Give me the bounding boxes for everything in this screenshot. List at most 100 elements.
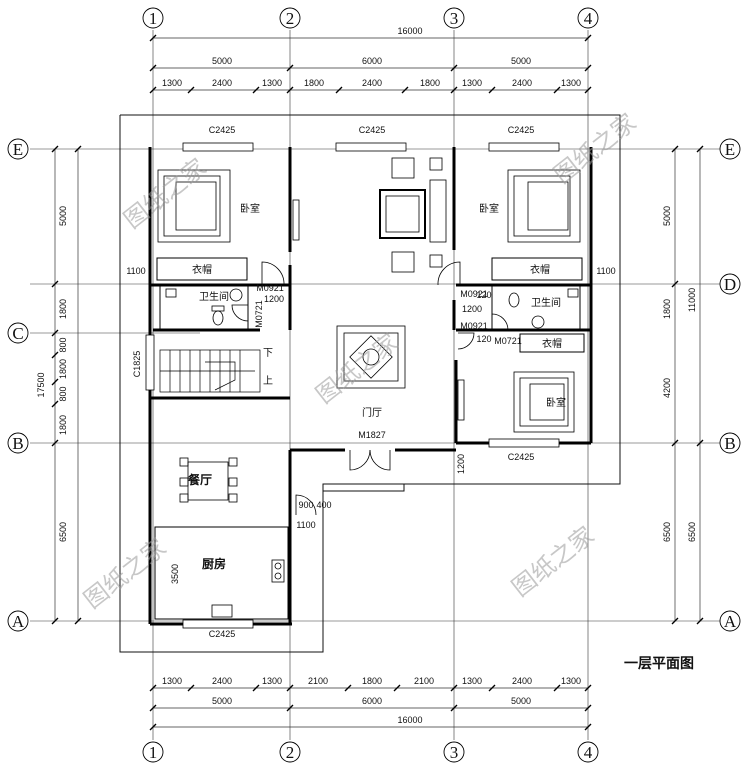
kitchen-fixtures bbox=[211, 559, 285, 618]
top-bay-dim: 5000 bbox=[511, 56, 531, 66]
top-detail-dim: 1300 bbox=[262, 78, 282, 88]
opening-labels: C2425 C2425 C2425 C2425 C2425 C1825 M092… bbox=[132, 125, 534, 639]
stairs bbox=[159, 349, 261, 393]
door-code: M0921 bbox=[460, 321, 488, 331]
bottom-detail-dim: 2400 bbox=[512, 676, 532, 686]
misc-dim: 1200 bbox=[456, 454, 466, 474]
watermark: 图纸之家 bbox=[311, 328, 404, 409]
window-code: C2425 bbox=[209, 629, 236, 639]
dimension-lines bbox=[54, 37, 701, 728]
wardrobe-label: 衣帽 bbox=[530, 263, 550, 276]
left-total-dim: 17500 bbox=[36, 372, 46, 397]
axis-E-right: E bbox=[725, 140, 735, 159]
beds bbox=[157, 169, 581, 433]
bottom-total-dim: 16000 bbox=[397, 715, 422, 725]
kitchen-label: 厨房 bbox=[202, 556, 226, 571]
bathroom-label: 卫生间 bbox=[531, 296, 561, 309]
watermark: 图纸之家 bbox=[119, 153, 212, 234]
window-code: C2425 bbox=[508, 452, 535, 462]
axis-C-left: C bbox=[12, 324, 23, 343]
misc-dim: 900 bbox=[298, 500, 313, 510]
axis-2-bottom: 2 bbox=[286, 743, 295, 762]
door-code: M0721 bbox=[494, 336, 522, 346]
misc-dim: 1100 bbox=[596, 266, 615, 276]
bottom-bay-dim: 5000 bbox=[511, 696, 531, 706]
axis-3-bottom: 3 bbox=[450, 743, 459, 762]
left-dim: 800 bbox=[58, 386, 68, 401]
door-code: M0921 bbox=[460, 289, 488, 299]
window-code: C2425 bbox=[508, 125, 535, 135]
bottom-detail-dim: 1300 bbox=[162, 676, 182, 686]
bathroom-label: 卫生间 bbox=[199, 290, 229, 303]
axis-D-right: D bbox=[724, 275, 736, 294]
misc-dim: 1200 bbox=[462, 304, 482, 314]
left-dim: 1800 bbox=[58, 415, 68, 435]
left-dim: 800 bbox=[58, 337, 68, 352]
thin-walls bbox=[154, 285, 581, 620]
left-dim: 1800 bbox=[58, 359, 68, 379]
misc-dim: 1200 bbox=[264, 294, 284, 304]
door-code: M1827 bbox=[358, 430, 386, 440]
axis-4-bottom: 4 bbox=[584, 743, 593, 762]
dining-label: 餐厅 bbox=[188, 472, 212, 487]
bottom-detail-dim: 1300 bbox=[262, 676, 282, 686]
top-detail-dim: 1300 bbox=[162, 78, 182, 88]
top-total-dim: 16000 bbox=[397, 26, 422, 36]
misc-dimension-labels: 1100 1100 1200 1200 120 120 900 400 1100… bbox=[126, 266, 615, 584]
bath-fixtures bbox=[165, 288, 579, 329]
axis-A-left: A bbox=[12, 612, 25, 631]
dining-table bbox=[179, 457, 238, 503]
top-detail-dim: 1800 bbox=[420, 78, 440, 88]
door-code: M0921 bbox=[256, 283, 284, 293]
bedroom-label: 卧室 bbox=[240, 202, 260, 215]
windows bbox=[145, 142, 560, 629]
right-dim: 5000 bbox=[662, 206, 672, 226]
misc-dim: 120 bbox=[476, 290, 491, 300]
axis-1-bottom: 1 bbox=[149, 743, 158, 762]
wardrobe-label: 衣帽 bbox=[192, 263, 212, 276]
axis-B-right: B bbox=[724, 434, 735, 453]
bottom-dimension-labels: 1300 2400 1300 2100 1800 2100 1300 2400 … bbox=[162, 676, 581, 725]
bedroom-label: 卧室 bbox=[546, 396, 566, 409]
wardrobes bbox=[156, 257, 585, 353]
axis-labels: 1 2 3 4 1 2 3 4 E C B A E D B A bbox=[12, 9, 737, 762]
axis-bubbles bbox=[7, 7, 741, 763]
misc-dim: 1100 bbox=[296, 520, 315, 530]
top-detail-dim: 2400 bbox=[512, 78, 532, 88]
bottom-detail-dim: 2400 bbox=[212, 676, 232, 686]
door-swings bbox=[231, 261, 509, 516]
axis-A-right: A bbox=[724, 612, 737, 631]
hall-label: 门厅 bbox=[362, 406, 382, 419]
bottom-detail-dim: 1800 bbox=[362, 676, 382, 686]
bottom-detail-dim: 2100 bbox=[414, 676, 434, 686]
stair-down-label: 下 bbox=[263, 348, 273, 359]
top-bay-dim: 5000 bbox=[212, 56, 232, 66]
right-outer-dim: 6500 bbox=[687, 522, 697, 542]
site-outline bbox=[119, 114, 621, 653]
top-detail-dim: 1300 bbox=[561, 78, 581, 88]
top-detail-dim: 2400 bbox=[212, 78, 232, 88]
top-bay-dim: 6000 bbox=[362, 56, 382, 66]
window-code: C1825 bbox=[132, 351, 142, 378]
hall-ornament bbox=[336, 325, 406, 389]
misc-dim: 120 bbox=[476, 334, 491, 344]
bottom-detail-dim: 1300 bbox=[462, 676, 482, 686]
right-dimension-labels: 5000 1800 4200 6500 11000 6500 bbox=[662, 206, 697, 542]
left-dim: 1800 bbox=[58, 299, 68, 319]
living-furniture bbox=[379, 157, 447, 273]
misc-dim: 3500 bbox=[170, 564, 180, 584]
watermark: 图纸之家 bbox=[507, 521, 600, 602]
top-detail-dim: 1300 bbox=[462, 78, 482, 88]
watermarks: 图纸之家 图纸之家 图纸之家 图纸之家 图纸之家 bbox=[79, 108, 642, 614]
left-dim: 5000 bbox=[58, 206, 68, 226]
bottom-detail-dim: 2100 bbox=[308, 676, 328, 686]
room-labels: 卧室 卧室 卧室 衣帽 衣帽 衣帽 卫生间 卫生间 门厅 餐厅 厨房 下 上 bbox=[188, 202, 566, 571]
axis-1-top: 1 bbox=[149, 9, 158, 28]
wardrobe-label: 衣帽 bbox=[542, 337, 562, 350]
left-dim: 6500 bbox=[58, 522, 68, 542]
window-code: C2425 bbox=[209, 125, 236, 135]
bedroom-label: 卧室 bbox=[479, 202, 499, 215]
left-dimension-labels: 5000 1800 800 1800 800 1800 6500 17500 bbox=[36, 206, 68, 542]
axis-2-top: 2 bbox=[286, 9, 295, 28]
watermark: 图纸之家 bbox=[79, 533, 172, 614]
